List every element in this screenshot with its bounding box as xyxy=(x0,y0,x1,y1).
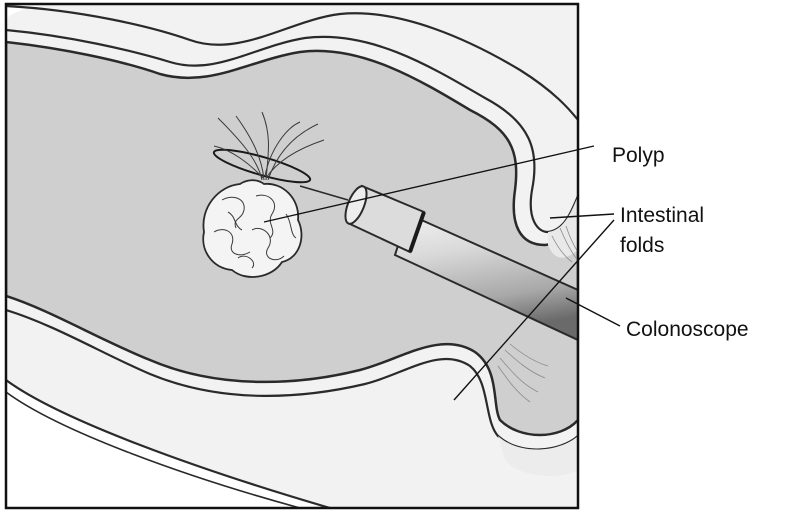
label-intestinal-folds-line1: Intestinal xyxy=(620,204,704,227)
label-colonoscope: Colonoscope xyxy=(626,318,749,341)
colon-cross-section xyxy=(6,4,578,508)
label-polyp: Polyp xyxy=(612,144,665,167)
label-intestinal-folds-line2: folds xyxy=(620,234,664,257)
